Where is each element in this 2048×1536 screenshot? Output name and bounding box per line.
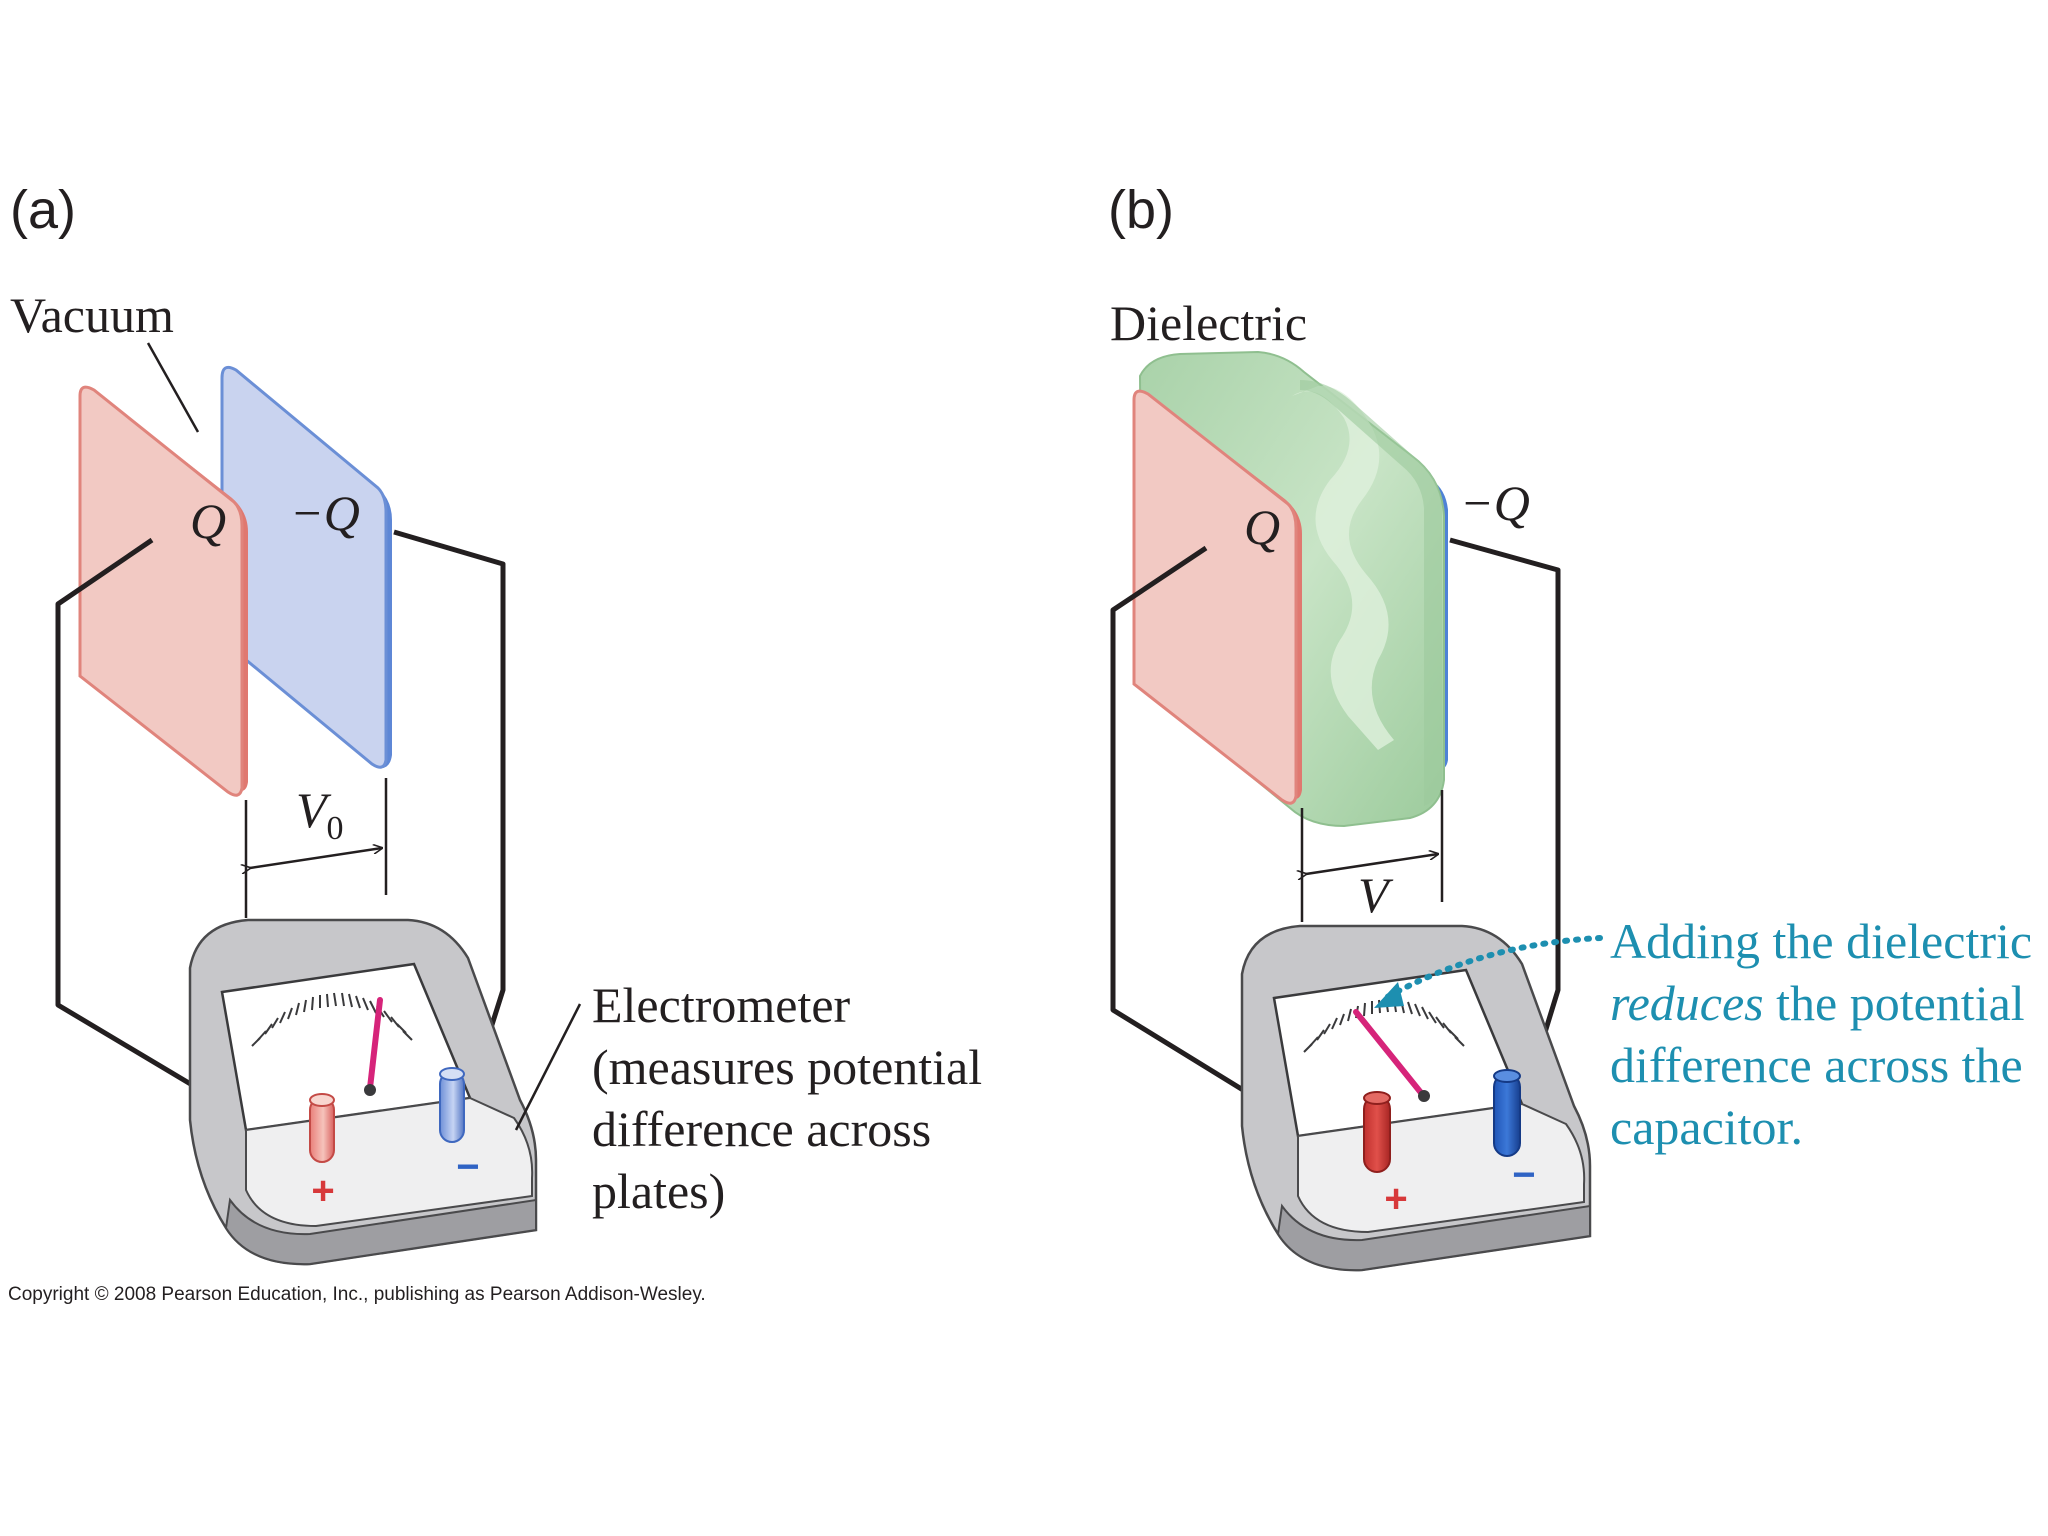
electrometer-caption: Electrometer (measures potential differe… <box>592 977 995 1219</box>
voltage-symbol-a: V0 <box>296 782 344 847</box>
meter-needle-a <box>367 997 383 1091</box>
panel-a-label: (a) <box>10 180 76 240</box>
annotation-dotted-arrow <box>1379 935 1603 1003</box>
meter-base-a <box>224 1197 537 1266</box>
vacuum-label: Vacuum <box>10 287 174 343</box>
meter-plus-sign-b: + <box>1384 1177 1407 1221</box>
positive-plate-a <box>78 385 248 797</box>
meter-minus-sign-b: − <box>1512 1153 1535 1197</box>
voltage-marker-a: V0 <box>246 778 388 918</box>
copyright-notice: Copyright © 2008 Pearson Education, Inc.… <box>8 1284 706 1305</box>
plus-terminal-a <box>309 1093 335 1163</box>
meter-pivot-b <box>1418 1090 1430 1102</box>
plus-terminal-b <box>1363 1091 1391 1173</box>
minus-terminal-b <box>1493 1069 1521 1157</box>
panel-b-label: (b) <box>1108 180 1174 240</box>
wire-positive-a <box>55 537 320 1163</box>
voltage-arrow-b <box>1306 854 1438 874</box>
voltage-marker-b: V <box>1302 790 1444 923</box>
charge-negative-label-b: −Q <box>1460 475 1530 531</box>
voltage-arrow-a <box>250 848 382 868</box>
meter-plus-sign-a: + <box>311 1169 334 1213</box>
charge-negative-label-a: −Q <box>290 485 360 541</box>
vacuum-leader-line <box>146 342 200 433</box>
panel-a: (a) Vacuum Q −Q V0 <box>10 180 995 1266</box>
meter-minus-sign-a: − <box>456 1145 479 1189</box>
charge-positive-label-b: Q <box>1244 499 1280 555</box>
negative-plate-a <box>220 365 392 769</box>
dielectric-label: Dielectric <box>1110 295 1307 351</box>
voltage-symbol-b: V <box>1358 867 1394 923</box>
meter-pivot-a <box>364 1084 376 1096</box>
positive-plate-b <box>1132 389 1302 805</box>
electrometer-b: + − <box>1240 924 1592 1272</box>
electrometer-a: + − <box>188 918 538 1266</box>
meter-scale-ticks-a <box>251 992 413 1047</box>
annotation-arrowhead <box>1374 982 1404 1008</box>
dielectric-note: Adding the dielectric reduces the potent… <box>1610 913 2045 1155</box>
minus-terminal-a <box>439 1067 465 1143</box>
electrometer-leader-line <box>514 1003 582 1131</box>
charge-positive-label-a: Q <box>190 493 226 549</box>
meter-base-b <box>1276 1203 1591 1272</box>
meter-needle-b <box>1353 1009 1425 1097</box>
panel-b: (b) Dielectric Q −Q V <box>1108 180 2045 1272</box>
